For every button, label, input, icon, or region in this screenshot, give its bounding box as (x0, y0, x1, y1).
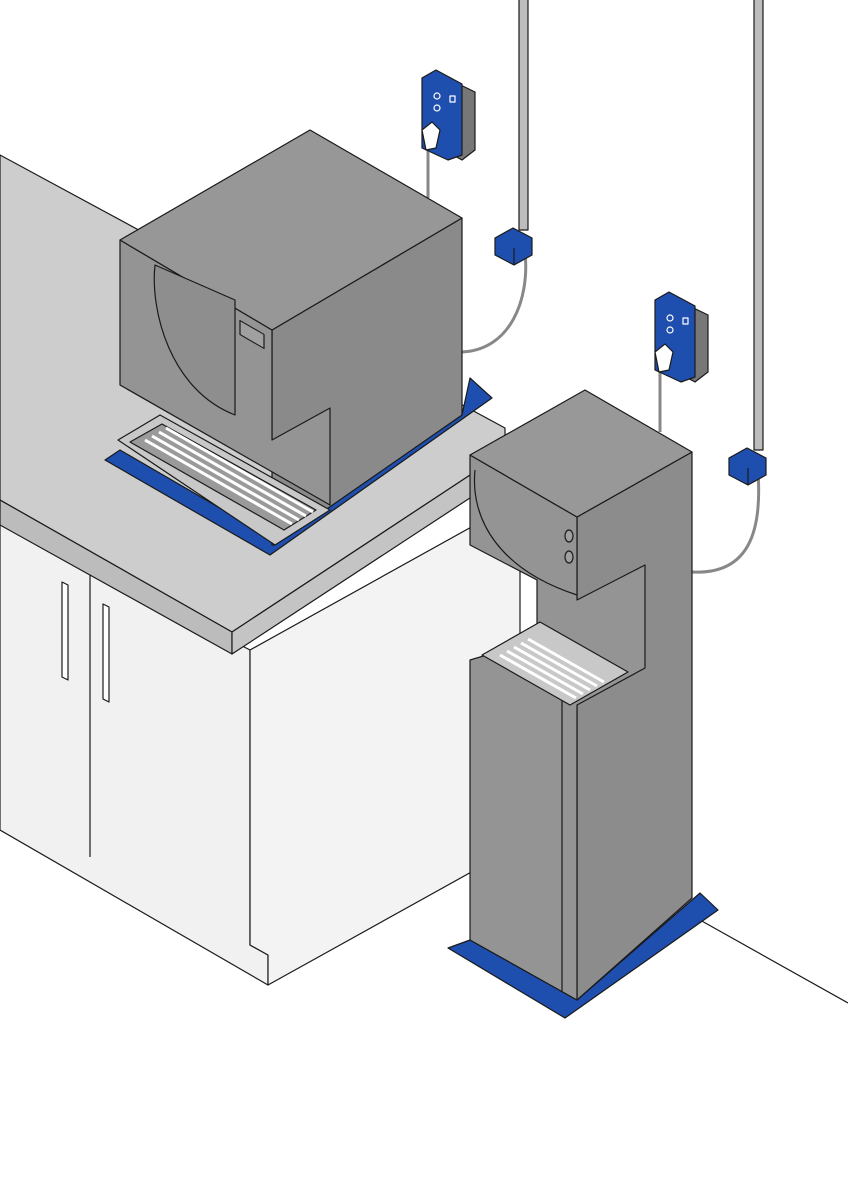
wall-socket-2 (654, 291, 709, 383)
cable-2 (691, 471, 761, 574)
drip-mat (104, 377, 493, 556)
cable-1 (461, 251, 528, 354)
water-pipe-1 (518, 0, 529, 231)
floor-line (699, 919, 848, 1004)
floor-standing-ice-dispenser (447, 389, 719, 1019)
plug-icon (421, 121, 441, 151)
countertop-ice-dispenser (104, 129, 493, 556)
junction-box-2 (728, 447, 767, 486)
water-pipe-2 (753, 0, 764, 451)
plug-icon (654, 343, 674, 373)
wall-socket-1 (421, 69, 476, 161)
door-handle-left (61, 581, 69, 681)
door-handle-right (102, 603, 110, 703)
junction-box-1 (494, 227, 533, 266)
